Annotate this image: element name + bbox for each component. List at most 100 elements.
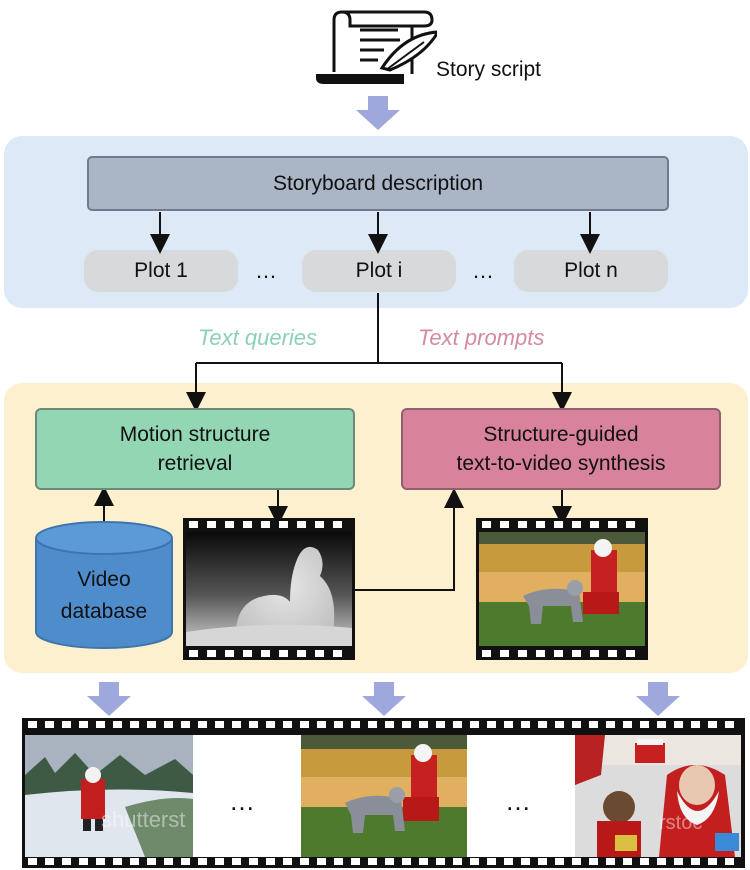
sprocket-hole <box>487 721 496 728</box>
sprocket-hole <box>215 721 224 728</box>
sprocket-hole <box>130 858 139 865</box>
sprocket-hole <box>453 858 462 865</box>
sprocket-hole <box>232 858 241 865</box>
sprocket-hole <box>436 721 445 728</box>
sprocket-hole <box>147 721 156 728</box>
sprocket-hole <box>62 858 71 865</box>
output-frame-snow: shutterst <box>25 735 193 857</box>
sprocket-hole <box>572 721 581 728</box>
sprocket-hole <box>504 721 513 728</box>
sprocket-hole <box>317 721 326 728</box>
plot-1: Plot 1 <box>84 250 238 292</box>
sprocket-hole <box>283 721 292 728</box>
sprocket-hole <box>419 858 428 865</box>
film-sprockets <box>482 521 635 657</box>
sprocket-hole <box>504 858 513 865</box>
watermark-3: rstoc <box>659 812 702 834</box>
plot-i: Plot i <box>302 250 456 292</box>
story-script-label: Story script <box>436 58 542 81</box>
sprocket-hole <box>215 858 224 865</box>
database-line-1: Video <box>77 568 131 591</box>
sprocket-hole <box>96 858 105 865</box>
plot-ellipsis-right: … <box>472 258 495 283</box>
sprocket-hole <box>164 721 173 728</box>
sprocket-hole <box>538 721 547 728</box>
sprocket-hole <box>640 858 649 865</box>
sprocket-hole <box>640 721 649 728</box>
sprocket-hole <box>555 858 564 865</box>
film-sprockets <box>189 521 342 657</box>
output-frame-lake <box>301 735 467 857</box>
text-queries-label: Text queries <box>198 325 318 350</box>
sprocket-hole <box>113 858 122 865</box>
sprocket-hole <box>470 858 479 865</box>
sprocket-hole <box>521 858 530 865</box>
sprocket-hole <box>725 858 734 865</box>
sprocket-hole <box>45 721 54 728</box>
watermark-1: shutterst <box>101 807 185 832</box>
sprocket-hole <box>725 721 734 728</box>
sprocket-hole <box>385 721 394 728</box>
sprocket-hole <box>623 721 632 728</box>
sprocket-hole <box>538 858 547 865</box>
storyboard-description-box: Storyboard description <box>87 156 669 211</box>
output-ellipsis-right: … <box>505 786 532 816</box>
structure-guided-synthesis-box: Structure-guided text-to-video synthesis <box>401 408 721 490</box>
motion-structure-retrieval-box: Motion structure retrieval <box>35 408 355 490</box>
sprocket-hole <box>317 858 326 865</box>
down-arrow-icon <box>356 96 400 130</box>
sprocket-hole <box>368 721 377 728</box>
sprocket-hole <box>130 721 139 728</box>
sprocket-hole <box>283 858 292 865</box>
sprocket-hole <box>470 721 479 728</box>
sprocket-hole <box>147 858 156 865</box>
sprocket-hole <box>232 721 241 728</box>
sprocket-hole <box>249 858 258 865</box>
synthesis-line-2: text-to-video synthesis <box>456 452 666 475</box>
sprocket-hole <box>385 858 394 865</box>
sprocket-hole <box>606 858 615 865</box>
sprocket-hole <box>334 858 343 865</box>
video-database-icon <box>35 521 173 649</box>
down-arrow-icon <box>636 682 680 716</box>
sprocket-hole <box>572 858 581 865</box>
sprocket-hole <box>28 721 37 728</box>
sprocket-hole <box>623 858 632 865</box>
sprocket-hole <box>657 721 666 728</box>
text-prompts-label: Text prompts <box>418 325 545 350</box>
sprocket-hole <box>521 721 530 728</box>
santa-dog-lake-image <box>479 532 645 646</box>
down-arrow-icon <box>87 682 131 716</box>
sprocket-hole <box>62 721 71 728</box>
sprocket-hole <box>674 721 683 728</box>
sprocket-hole <box>402 721 411 728</box>
synthesis-line-1: Structure-guided <box>483 423 639 446</box>
sprocket-hole <box>487 858 496 865</box>
sprocket-hole <box>181 721 190 728</box>
sprocket-hole <box>28 858 37 865</box>
sprocket-hole <box>351 858 360 865</box>
output-gap-2 <box>467 735 575 857</box>
sprocket-hole <box>606 721 615 728</box>
sprocket-hole <box>436 858 445 865</box>
output-ellipsis-left: … <box>229 786 256 816</box>
sprocket-hole <box>266 721 275 728</box>
sprocket-hole <box>249 721 258 728</box>
retrieval-line-2: retrieval <box>157 452 233 475</box>
sprocket-hole <box>555 721 564 728</box>
sprocket-hole <box>300 721 309 728</box>
sprocket-hole <box>96 721 105 728</box>
sprocket-hole <box>402 858 411 865</box>
sprocket-hole <box>691 721 700 728</box>
sprocket-hole <box>708 721 717 728</box>
plot-ellipsis-left: … <box>255 258 278 283</box>
database-line-2: database <box>60 600 148 623</box>
sprocket-hole <box>45 858 54 865</box>
output-gap-1 <box>193 735 301 857</box>
sprocket-hole <box>300 858 309 865</box>
sprocket-hole <box>691 858 700 865</box>
sprocket-hole <box>368 858 377 865</box>
sprocket-hole <box>708 858 717 865</box>
sprocket-hole <box>419 721 428 728</box>
sprocket-hole <box>334 721 343 728</box>
